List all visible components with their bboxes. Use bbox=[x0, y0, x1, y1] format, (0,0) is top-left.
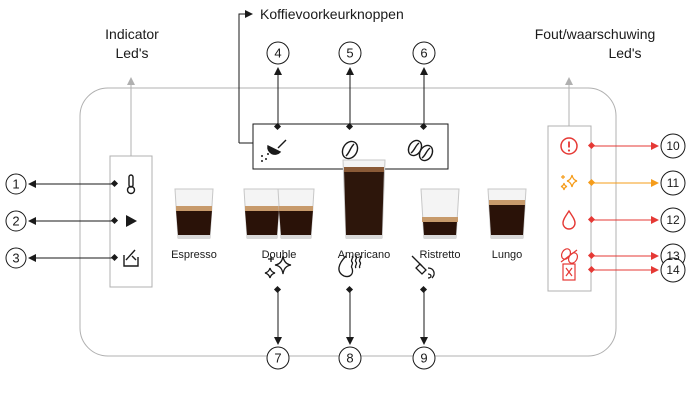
beverage-label-americano: Americano bbox=[337, 249, 391, 261]
callout-number-9: 9 bbox=[420, 351, 427, 366]
lungo-cup bbox=[487, 188, 527, 239]
preference-pointer-line bbox=[238, 10, 253, 143]
indicator-label-line-1: Indicator bbox=[105, 26, 159, 42]
play-icon bbox=[126, 215, 137, 227]
callout-circle-5 bbox=[338, 41, 362, 65]
callout-circle-2 bbox=[5, 210, 27, 232]
single-bean-icon bbox=[341, 140, 359, 160]
callout-circle-3 bbox=[5, 247, 27, 269]
ristretto-cup bbox=[420, 188, 460, 239]
coffee-scoop-icon bbox=[261, 139, 287, 162]
error-label-line-2: Led's bbox=[608, 45, 642, 61]
callout-circle-8 bbox=[338, 346, 362, 370]
indicator-led-label: Indicator Led's bbox=[96, 25, 168, 63]
callout-circle-1 bbox=[5, 173, 27, 195]
steam-icon bbox=[338, 255, 362, 278]
error-label-line-1: Fout/waarschuwing bbox=[534, 26, 656, 42]
callout-number-1: 1 bbox=[12, 177, 19, 192]
callout-number-5: 5 bbox=[346, 46, 353, 61]
callout-circle-4 bbox=[266, 41, 290, 65]
error-warning-led-label: Fout/waarschuwing Led's bbox=[520, 25, 670, 63]
callout-circle-12 bbox=[660, 207, 686, 233]
callout-circle-14 bbox=[660, 257, 686, 283]
beverage-label-espresso: Espresso bbox=[171, 249, 217, 261]
callout-number-12: 12 bbox=[666, 213, 680, 227]
preference-buttons-label: Koffievoorkeurknoppen bbox=[260, 6, 404, 22]
callout-number-10: 10 bbox=[666, 139, 680, 153]
sparkle-icon bbox=[264, 255, 292, 279]
callout-circle-9 bbox=[412, 346, 436, 370]
callout-number-7: 7 bbox=[274, 351, 281, 366]
callout-number-4: 4 bbox=[274, 46, 281, 61]
espresso-cup bbox=[174, 188, 214, 239]
milk-nozzle-icon bbox=[411, 255, 435, 279]
callout-number-14: 14 bbox=[666, 263, 680, 277]
error-leader-lines bbox=[587, 141, 659, 274]
americano-cup bbox=[342, 159, 386, 239]
bean-crossed-icon bbox=[560, 248, 579, 264]
callout-circle-6 bbox=[412, 41, 436, 65]
double-cup-right bbox=[277, 188, 315, 239]
warning-sparkle-icon bbox=[560, 174, 578, 191]
callout-circle-10 bbox=[660, 133, 686, 159]
preference-leader-lines bbox=[273, 67, 428, 131]
double-bean-icon bbox=[407, 139, 434, 162]
callout-number-8: 8 bbox=[346, 351, 353, 366]
callout-circle-7 bbox=[266, 346, 290, 370]
thermometer-icon bbox=[126, 174, 136, 195]
callout-number-11: 11 bbox=[667, 176, 680, 190]
callout-number-2: 2 bbox=[12, 214, 19, 229]
double-cup-left bbox=[243, 188, 281, 239]
indicator-leader-lines bbox=[28, 179, 119, 262]
callout-number-13: 13 bbox=[666, 249, 680, 263]
beverage-label-ristretto: Ristretto bbox=[419, 249, 461, 261]
callout-circle-11 bbox=[660, 170, 686, 196]
indicator-label-line-2: Led's bbox=[115, 45, 149, 61]
callout-number-3: 3 bbox=[12, 251, 19, 266]
callout-number-6: 6 bbox=[420, 46, 427, 61]
descale-icon bbox=[123, 249, 139, 267]
bottom-leader-lines bbox=[273, 285, 428, 345]
drip-tray-icon bbox=[562, 263, 576, 281]
beverage-label-lungo: Lungo bbox=[491, 249, 523, 261]
water-drop-icon bbox=[562, 209, 576, 230]
alert-circle-icon bbox=[560, 137, 578, 155]
beverage-label-double: Double bbox=[261, 249, 297, 261]
